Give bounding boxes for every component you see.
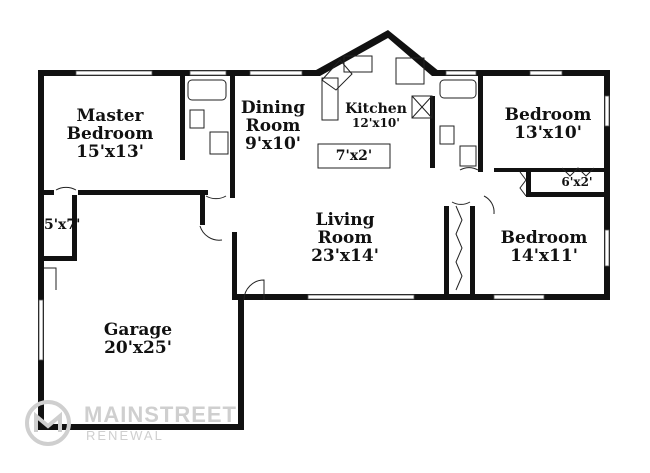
room-label-kitchen-island: 7'x2' xyxy=(326,149,382,164)
closet-right-size: 6'x2' xyxy=(561,175,593,189)
garage-size: 20'x25' xyxy=(104,337,172,358)
watermark-logo-icon xyxy=(25,400,71,446)
exterior-walls xyxy=(38,30,610,430)
room-label-kitchen: Kitchen 12'x10' xyxy=(340,102,412,129)
master-bedroom-name-2: Bedroom xyxy=(66,123,154,144)
bedroom-bottom-right-size: 14'x11' xyxy=(510,245,578,266)
watermark: MAINSTREET RENEWAL xyxy=(22,398,252,448)
room-label-bedroom-bottom-right: Bedroom 14'x11' xyxy=(494,228,594,266)
master-bedroom-name-1: Master xyxy=(76,106,144,126)
interior-walls xyxy=(44,76,610,298)
watermark-line2: RENEWAL xyxy=(86,428,164,443)
dining-room-name-1: Dining xyxy=(240,98,306,118)
room-label-master-bedroom: Master Bedroom 15'x13' xyxy=(60,106,160,162)
bedroom-top-right-size: 13'x10' xyxy=(514,122,582,143)
living-room-size: 23'x14' xyxy=(311,245,379,266)
room-label-closet-left: 5'x7' xyxy=(44,217,81,233)
garage-name: Garage xyxy=(103,320,173,340)
room-label-bedroom-top-right: Bedroom 13'x10' xyxy=(500,105,596,143)
bedroom-bottom-right-name: Bedroom xyxy=(500,228,588,248)
dining-room-size: 9'x10' xyxy=(244,133,302,154)
closet-left-size: 5'x7' xyxy=(44,217,81,233)
windows xyxy=(38,70,610,361)
bedroom-top-right-name: Bedroom xyxy=(504,105,592,125)
living-room-name-1: Living xyxy=(315,210,375,230)
room-label-living-room: Living Room 23'x14' xyxy=(300,210,390,266)
kitchen-name: Kitchen xyxy=(345,101,407,117)
watermark-line1: MAINSTREET xyxy=(84,402,237,427)
kitchen-size: 12'x10' xyxy=(352,115,400,130)
living-room-name-2: Room xyxy=(317,227,373,248)
room-label-dining-room: Dining Room 9'x10' xyxy=(238,98,308,154)
fixtures xyxy=(44,55,595,301)
master-bedroom-size: 15'x13' xyxy=(76,141,144,162)
room-label-closet-right: 6'x2' xyxy=(554,176,600,189)
dining-room-name-2: Room xyxy=(245,115,301,136)
kitchen-island-size: 7'x2' xyxy=(335,148,373,164)
room-label-garage: Garage 20'x25' xyxy=(92,320,184,358)
